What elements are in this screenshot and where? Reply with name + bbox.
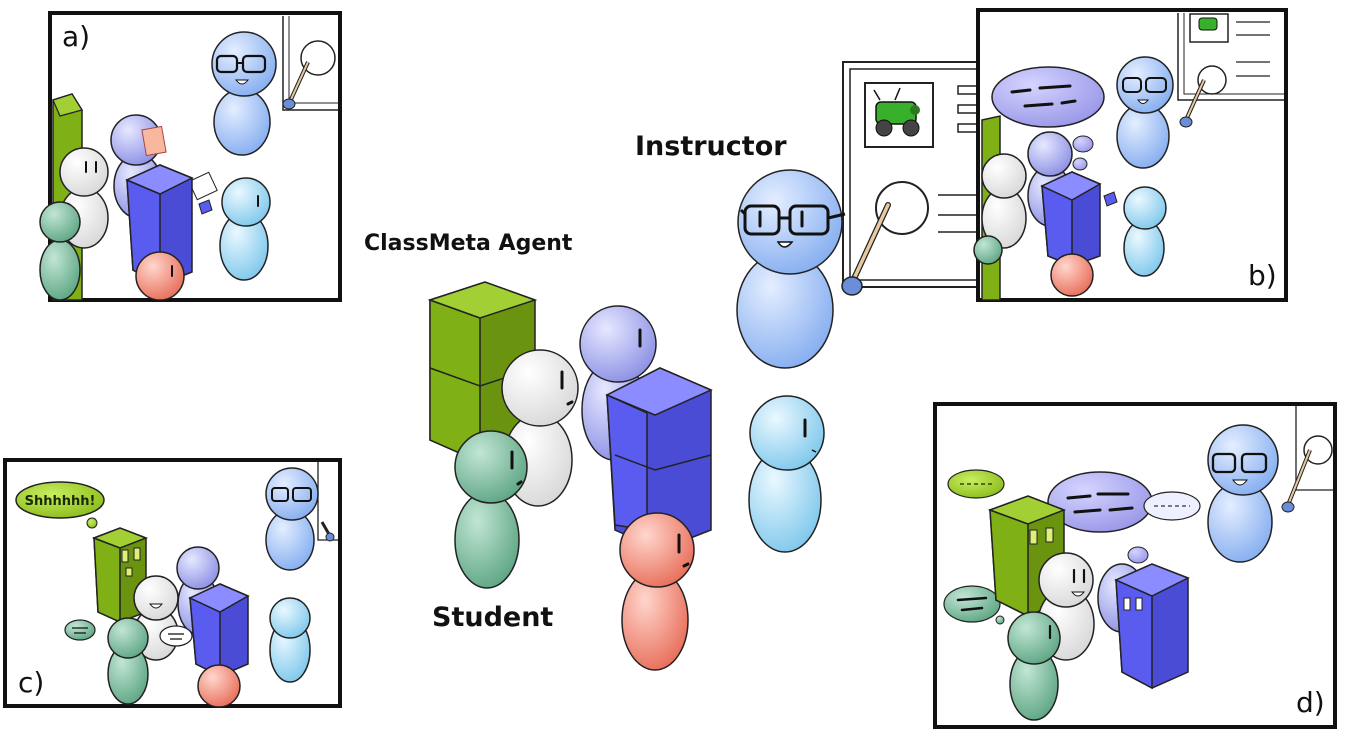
robot-car-icon xyxy=(873,87,920,137)
shush-text: Shhhhhh! xyxy=(25,494,96,509)
instructor-figure xyxy=(736,169,891,369)
student-green xyxy=(454,430,528,589)
classmeta-agent-green xyxy=(427,281,538,464)
glasses-icon xyxy=(739,204,846,236)
panel-a: a) xyxy=(39,11,342,302)
pointer-stick-icon xyxy=(841,202,891,296)
panel-d-label: d) xyxy=(1296,686,1325,719)
instructor-label: Instructor xyxy=(635,131,787,162)
panel-a-label: a) xyxy=(62,20,90,53)
panel-c: Shhhhhh! xyxy=(3,458,342,708)
thought-bubble-icon: Shhhhhh! xyxy=(15,481,105,529)
student-cyan xyxy=(748,395,825,553)
notes-icon xyxy=(141,125,218,201)
classmeta-agent-blue xyxy=(605,367,713,551)
panel-b-label: b) xyxy=(1248,259,1277,292)
panel-b: b) xyxy=(973,8,1288,302)
student-label: Student xyxy=(432,602,553,633)
panel-c-label: c) xyxy=(18,666,44,699)
speech-bubble-icon xyxy=(991,66,1105,171)
center-scene: Instructor ClassMeta Agent Student xyxy=(364,61,989,671)
student-salmon xyxy=(619,512,695,671)
agent-label: ClassMeta Agent xyxy=(364,231,573,256)
panel-d: d) xyxy=(933,402,1337,729)
